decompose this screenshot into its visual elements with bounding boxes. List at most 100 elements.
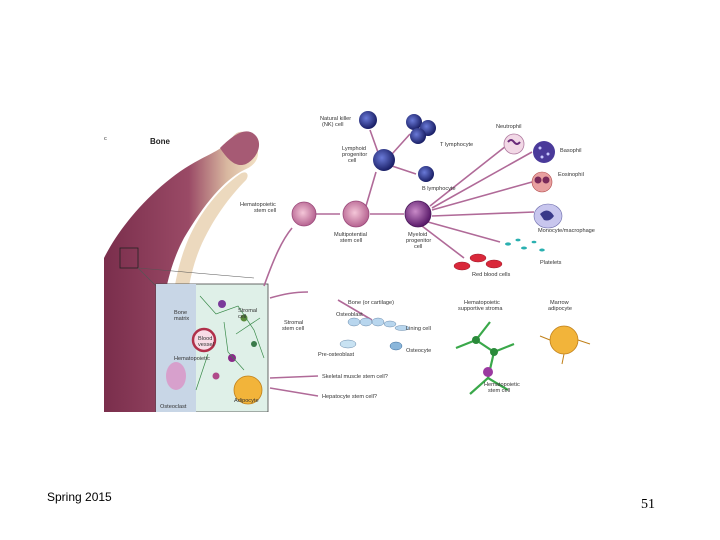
red-blood-cells-group (453, 253, 503, 271)
arrow-lymphoid-to-t (391, 133, 411, 155)
multipotential-cell (342, 200, 370, 228)
osteoblast-row (347, 317, 410, 331)
label-myeloid-3: cell (414, 244, 422, 250)
neutrophil-cell (503, 133, 525, 155)
label-stromal-stem-2: stem cell (282, 326, 304, 332)
inset-label-stromal-1: Stromal (238, 308, 257, 314)
label-nk-2: (NK) cell (322, 122, 343, 128)
label-monocyte: Monocyte/macrophage (538, 228, 595, 234)
platelets-group (505, 238, 545, 252)
inset-cell-5 (212, 372, 220, 380)
bone-head (220, 131, 260, 166)
arrow-to-hepatocyte (269, 387, 319, 397)
label-hsc-b-1: Hematopoietic (484, 382, 520, 388)
arrow-to-rbc (421, 225, 465, 259)
label-marrow-2: adipocyte (548, 306, 572, 312)
inset-cell-1 (218, 300, 226, 308)
label-pre-osteoblast: Pre-osteoblast (318, 352, 355, 358)
marrow-adipocyte-cell (549, 325, 579, 355)
label-lymphoid-3: cell (348, 158, 356, 164)
inset-cell-4 (251, 341, 257, 347)
label-nk-1: Natural killer (320, 116, 351, 122)
label-hps-1: Hematopoietic (464, 300, 500, 306)
label-red-blood-cells: Red blood cells (472, 272, 510, 278)
inset-osteoclast (166, 362, 186, 390)
b-lymphocyte-cell (418, 166, 434, 182)
inset-bone-matrix (156, 284, 196, 412)
label-marrow-1: Marrow (550, 300, 570, 306)
arrow-to-bone-lineage (337, 299, 373, 321)
label-multipotential-1: Multipotential (334, 232, 367, 238)
inset-adipocyte (233, 375, 263, 405)
label-osteocyte: Osteocyte (406, 348, 431, 354)
inset-stroma-fibers (195, 295, 265, 391)
t-lymphocyte-cell-1 (406, 114, 422, 130)
footer-term: Spring 2015 (47, 490, 112, 504)
label-hsc-1: Hematopoietic (240, 202, 276, 208)
label-b-lymphocyte: B lymphocyte (422, 186, 456, 192)
bone-shaft (104, 131, 259, 412)
label-lymphoid-2: progenitor (342, 152, 367, 158)
label-c-fragment: c (104, 136, 107, 142)
inset-label-blood-vessel-2: vessel (198, 342, 214, 348)
basophil-cell (533, 141, 555, 163)
inset-label-stromal-2: cell (238, 314, 246, 320)
arrow-to-platelets (427, 221, 501, 243)
label-hepatocyte: Hepatocyte stem cell? (322, 394, 377, 400)
lineage-arrows (263, 129, 535, 397)
label-bone: Bone (150, 137, 171, 146)
zoom-line-top (137, 267, 255, 279)
label-eosinophil: Eosinophil (558, 172, 584, 178)
label-lymphoid-1: Lymphoid (342, 146, 366, 152)
label-hsc-b-2: stem cell (488, 388, 510, 394)
label-hps-2: supportive stroma (458, 306, 503, 312)
pre-osteoblast-cell (339, 339, 357, 349)
inset-blood-vessel (191, 327, 217, 353)
inset-label-hsc: Hematopoietic (174, 356, 210, 362)
inset-label-adipocyte: Adipocyte (234, 398, 259, 404)
osteocyte-cell (389, 341, 403, 351)
label-hsc-2: stem cell (254, 208, 276, 214)
arrow-to-neutrophil (429, 145, 507, 207)
label-myeloid-1: Myeloid (408, 232, 427, 238)
label-multipotential-2: stem cell (340, 238, 362, 244)
arrow-to-basophil (431, 151, 533, 209)
inset-label-bone-matrix-1: Bone (174, 310, 187, 316)
label-myeloid-2: progenitor (406, 238, 431, 244)
neutrophil-nucleus (507, 139, 521, 145)
inset-label-blood-vessel-1: Blood (198, 336, 212, 342)
label-t-lymphocyte: T lymphocyte (440, 142, 473, 148)
arrow-to-eosinophil (431, 181, 533, 211)
lymphoid-progenitor-cell (373, 149, 395, 171)
myeloid-progenitor-cell (404, 200, 432, 228)
arrow-lymphoid-to-b (391, 165, 417, 175)
arrow-to-stromal (269, 291, 309, 299)
label-stromal-stem-1: Stromal (284, 320, 303, 326)
t-lymphocyte-cell-3 (410, 128, 426, 144)
inset-cell-3 (228, 354, 236, 362)
hematopoiesis-diagram: Bone matrix Stromal cell Blood vessel He… (104, 108, 612, 413)
eosinophil-cell (531, 171, 553, 193)
stroma-node-1 (472, 336, 480, 344)
zoom-line-left (137, 267, 157, 287)
label-lining-cell: Lining cell (406, 326, 431, 332)
monocyte-nucleus (540, 210, 554, 221)
stroma-node-2 (490, 348, 498, 356)
arrow-to-skeletal (269, 375, 319, 379)
marrow-adipocyte-processes (539, 335, 591, 365)
label-skeletal: Skeletal muscle stem cell? (322, 374, 388, 380)
inset-cell-2 (240, 314, 248, 322)
nk-cell (359, 111, 377, 129)
marrow-inset: Bone matrix Stromal cell Blood vessel He… (155, 283, 269, 413)
diagram-svg: Bone matrix Stromal cell Blood vessel He… (104, 111, 595, 413)
arrow-to-monocyte (431, 211, 535, 217)
label-bone-cartilage: Bone (or cartilage) (348, 300, 394, 306)
stroma-hsc-cell (483, 367, 493, 377)
inset-label-bone-matrix-2: matrix (174, 316, 189, 322)
inset-label-osteoclast: Osteoclast (160, 404, 187, 410)
hsc-cell (291, 201, 317, 227)
label-basophil: Basophil (560, 148, 581, 154)
label-neutrophil: Neutrophil (496, 124, 522, 130)
label-platelets: Platelets (540, 260, 562, 266)
arrow-multipotential-to-lymphoid (365, 171, 377, 207)
